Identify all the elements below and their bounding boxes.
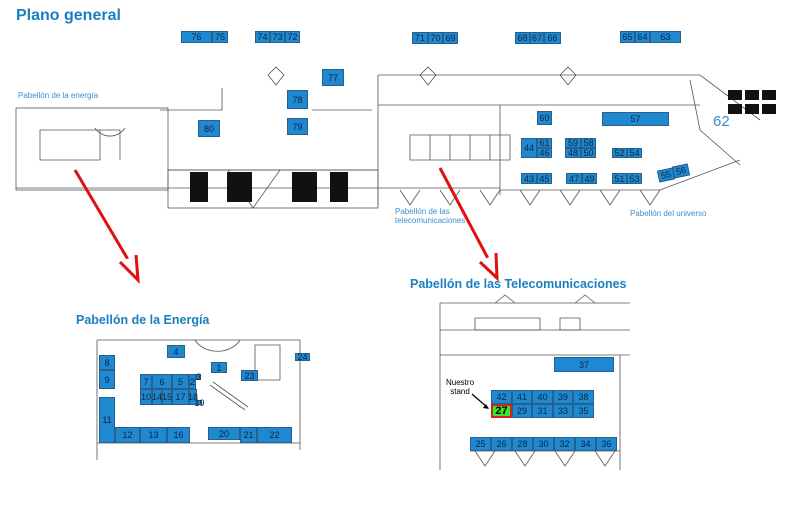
stand-39[interactable]: 39 bbox=[553, 390, 573, 404]
stand-71[interactable]: 71 bbox=[412, 32, 428, 44]
stand-44[interactable]: 44 bbox=[521, 138, 537, 158]
stand-15[interactable]: 15 bbox=[162, 389, 172, 405]
stand-21[interactable]: 21 bbox=[240, 427, 257, 443]
stand-14[interactable]: 14 bbox=[152, 389, 162, 405]
stand-8[interactable]: 8 bbox=[99, 355, 115, 370]
stand-19[interactable]: 19 bbox=[194, 397, 205, 408]
stand-69[interactable]: 69 bbox=[443, 32, 458, 44]
stand-68[interactable]: 68 bbox=[515, 32, 530, 44]
stand-35[interactable]: 35 bbox=[573, 404, 594, 418]
stand-18[interactable]: 18 bbox=[188, 389, 198, 405]
stand-26[interactable]: 26 bbox=[491, 437, 512, 451]
stand-40[interactable]: 40 bbox=[532, 390, 553, 404]
zone-62-label: 62 bbox=[713, 113, 730, 130]
stand-61[interactable]: 61 bbox=[537, 138, 552, 148]
stand-31[interactable]: 31 bbox=[532, 404, 553, 418]
stand-34[interactable]: 34 bbox=[575, 437, 596, 451]
label-pabellon-universo: Pabellón del universo bbox=[630, 209, 707, 218]
stand-36[interactable]: 36 bbox=[596, 437, 617, 451]
stand-38[interactable]: 38 bbox=[573, 390, 594, 404]
stand-64[interactable]: 64 bbox=[635, 31, 650, 43]
energia-title: Pabellón de la Energía bbox=[76, 313, 210, 327]
stand-49[interactable]: 49 bbox=[582, 173, 597, 184]
stand-65[interactable]: 65 bbox=[620, 31, 635, 43]
stand-80[interactable]: 80 bbox=[198, 120, 220, 137]
stand-63[interactable]: 63 bbox=[650, 31, 681, 43]
stand-10[interactable]: 10 bbox=[140, 389, 152, 405]
stand-41[interactable]: 41 bbox=[512, 390, 532, 404]
stand-23[interactable]: 23 bbox=[241, 370, 258, 381]
stand-58[interactable]: 58 bbox=[581, 138, 596, 148]
stand-33[interactable]: 33 bbox=[553, 404, 573, 418]
stand-20[interactable]: 20 bbox=[208, 427, 240, 440]
stand-75[interactable]: 75 bbox=[212, 31, 228, 43]
stand-5[interactable]: 5 bbox=[172, 374, 189, 389]
stand-59[interactable]: 59 bbox=[565, 138, 581, 148]
stand-32[interactable]: 32 bbox=[554, 437, 575, 451]
label-pabellon-telecom-1: Pabellón de las bbox=[395, 207, 450, 216]
stand-60[interactable]: 60 bbox=[537, 111, 552, 125]
stand-74[interactable]: 74 bbox=[255, 31, 270, 43]
stand-11[interactable]: 11 bbox=[99, 397, 115, 443]
stand-24[interactable]: 24 bbox=[295, 352, 310, 362]
stand-48[interactable]: 48 bbox=[565, 148, 581, 158]
stand-13[interactable]: 13 bbox=[140, 427, 167, 443]
our-stand-27[interactable]: 27 bbox=[491, 404, 512, 418]
stand-79[interactable]: 79 bbox=[287, 118, 308, 135]
stand-25[interactable]: 25 bbox=[470, 437, 491, 451]
stand-28[interactable]: 28 bbox=[512, 437, 533, 451]
our-stand-label: Nuestro stand bbox=[446, 378, 474, 396]
label-pabellon-energia: Pabellón de la energía bbox=[18, 91, 99, 100]
stand-46[interactable]: 46 bbox=[537, 148, 552, 158]
stand-78[interactable]: 78 bbox=[287, 90, 308, 109]
stand-53[interactable]: 53 bbox=[627, 173, 642, 184]
stand-16[interactable]: 16 bbox=[167, 427, 190, 443]
arrow-to-telecom bbox=[438, 167, 499, 282]
stand-2[interactable]: 2 bbox=[189, 374, 196, 389]
stand-50[interactable]: 50 bbox=[581, 148, 596, 158]
stand-29[interactable]: 29 bbox=[512, 404, 532, 418]
stand-77[interactable]: 77 bbox=[322, 69, 344, 86]
stand-54[interactable]: 54 bbox=[627, 148, 642, 158]
stand-4[interactable]: 4 bbox=[167, 345, 185, 358]
stand-42[interactable]: 42 bbox=[491, 390, 512, 404]
stand-3[interactable]: 3 bbox=[196, 372, 202, 382]
stand-1[interactable]: 1 bbox=[211, 362, 227, 373]
stand-73[interactable]: 73 bbox=[270, 31, 285, 43]
stand-66[interactable]: 66 bbox=[544, 32, 561, 44]
page-title: Plano general bbox=[16, 7, 121, 24]
stand-22[interactable]: 22 bbox=[257, 427, 292, 443]
stand-7[interactable]: 7 bbox=[140, 374, 152, 389]
stand-70[interactable]: 70 bbox=[428, 32, 443, 44]
stand-17[interactable]: 17 bbox=[172, 389, 189, 405]
stand-76[interactable]: 76 bbox=[181, 31, 212, 43]
stand-51[interactable]: 51 bbox=[612, 173, 627, 184]
stand-45[interactable]: 45 bbox=[537, 173, 552, 184]
stand-12[interactable]: 12 bbox=[115, 427, 140, 443]
stand-72[interactable]: 72 bbox=[285, 31, 300, 43]
stand-37[interactable]: 37 bbox=[554, 357, 614, 372]
label-pabellon-telecom-2: telecomunicaciones bbox=[395, 216, 466, 225]
stand-6[interactable]: 6 bbox=[152, 374, 172, 389]
telecom-title: Pabellón de las Telecomunicaciones bbox=[410, 277, 627, 291]
our-stand-label-line2: stand bbox=[450, 387, 470, 396]
stand-57[interactable]: 57 bbox=[602, 112, 669, 126]
stand-43[interactable]: 43 bbox=[521, 173, 537, 184]
arrow-to-energia bbox=[73, 169, 140, 284]
stand-67[interactable]: 67 bbox=[530, 32, 544, 44]
stand-47[interactable]: 47 bbox=[566, 173, 582, 184]
stand-30[interactable]: 30 bbox=[533, 437, 554, 451]
stand-9[interactable]: 9 bbox=[99, 370, 115, 389]
stand-52[interactable]: 52 bbox=[612, 148, 627, 158]
our-stand-label-line1: Nuestro bbox=[446, 378, 475, 387]
